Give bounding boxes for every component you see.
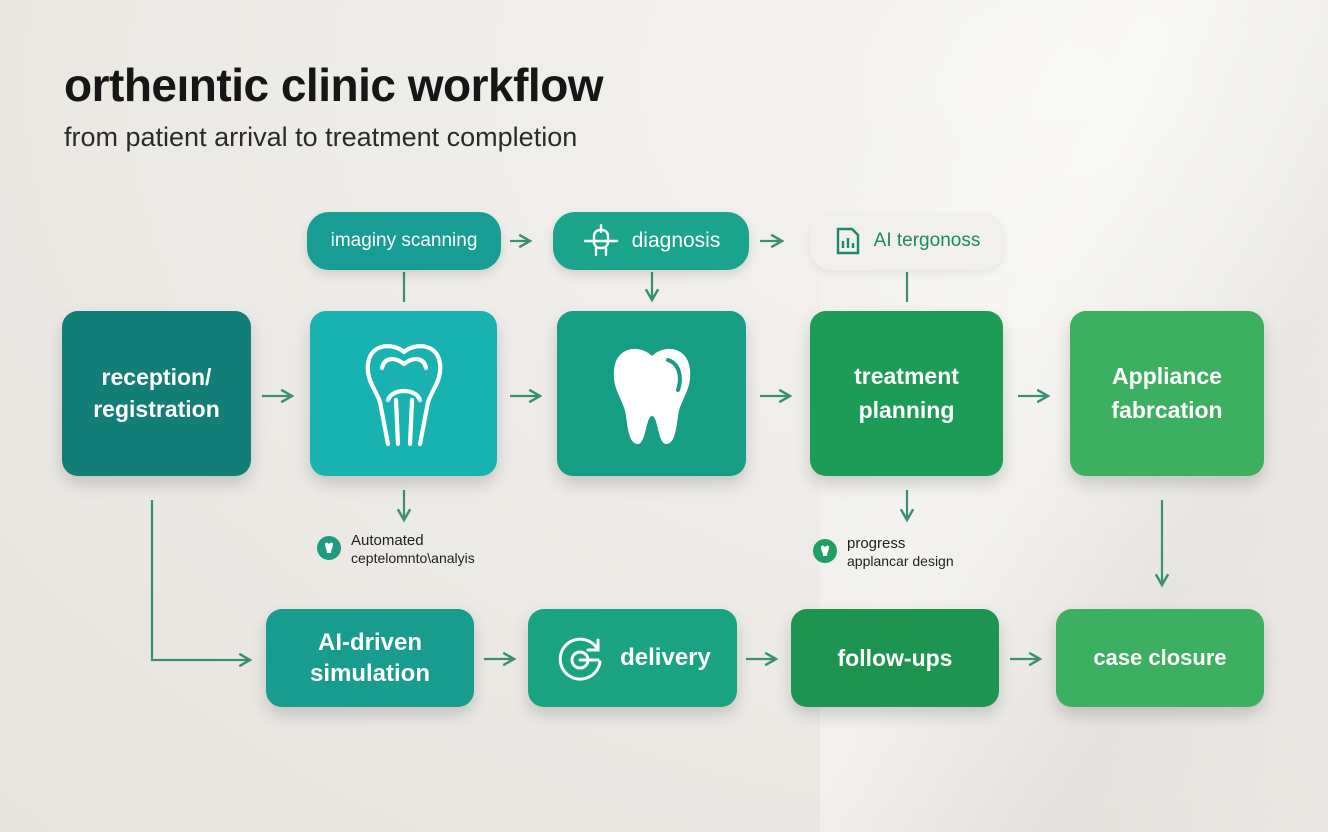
note-progress-design: progress applancar design bbox=[813, 535, 954, 570]
progress-line1: progress bbox=[847, 535, 906, 552]
closure-label: case closure bbox=[1093, 645, 1227, 670]
note-bullet-icon bbox=[317, 536, 341, 560]
sim-label-line2: simulation bbox=[309, 660, 430, 687]
step-ai-simulation[interactable]: AI-driven simulation bbox=[266, 609, 474, 707]
pill-diagnosis-label: diagnosis bbox=[631, 229, 721, 252]
reception-label-line2: registration bbox=[93, 395, 220, 422]
step-imaging[interactable] bbox=[310, 311, 497, 476]
step-delivery[interactable]: delivery bbox=[528, 609, 737, 707]
delivery-label: delivery bbox=[620, 644, 711, 671]
document-chart-icon bbox=[836, 227, 859, 255]
pill-imaging-scanning[interactable]: imaginy scanning bbox=[307, 212, 501, 270]
page-subtitle: from patient arrival to treatment comple… bbox=[64, 122, 578, 152]
progress-line2: applancar design bbox=[847, 553, 954, 569]
pill-imaging-label: imaginy scanning bbox=[330, 230, 478, 251]
pill-ai-label: AI tergonoss bbox=[873, 230, 981, 251]
pill-diagnosis[interactable]: diagnosis bbox=[553, 212, 749, 270]
appliance-label-line2: fabrcation bbox=[1111, 396, 1223, 423]
automated-line1: Automated bbox=[351, 532, 424, 549]
note-bullet-icon bbox=[813, 539, 837, 563]
tooth-scan-icon bbox=[583, 224, 618, 257]
treatment-label-line2: planning bbox=[858, 396, 955, 423]
arrow-reception-simulation bbox=[150, 500, 253, 668]
treatment-label-line1: treatment bbox=[854, 363, 959, 390]
refresh-target-icon bbox=[558, 637, 602, 681]
sim-label-line1: AI-driven bbox=[317, 628, 422, 656]
step-case-closure[interactable]: case closure bbox=[1056, 609, 1264, 707]
followups-label: follow-ups bbox=[837, 644, 953, 671]
tooth-icon bbox=[613, 348, 690, 444]
step-diagnosis[interactable] bbox=[557, 311, 746, 476]
page-title: ortheıntic clinic workflow bbox=[64, 59, 604, 111]
tooth-arch-icon bbox=[365, 343, 442, 446]
appliance-label-line1: Appliance bbox=[1112, 363, 1222, 390]
automated-line2: ceptelomnto\analyis bbox=[351, 550, 475, 566]
step-appliance-fabrication[interactable]: Appliance fabrcation bbox=[1070, 311, 1264, 476]
step-treatment-planning[interactable]: treatment planning bbox=[810, 311, 1003, 476]
reception-label-line1: reception/ bbox=[101, 364, 212, 391]
step-reception-registration[interactable]: reception/ registration bbox=[62, 311, 251, 476]
step-follow-ups[interactable]: follow-ups bbox=[791, 609, 999, 707]
note-automated-analysis: Automated ceptelomnto\analyis bbox=[317, 532, 475, 567]
pill-ai-tergonoss[interactable]: AI tergonoss bbox=[810, 212, 1004, 270]
